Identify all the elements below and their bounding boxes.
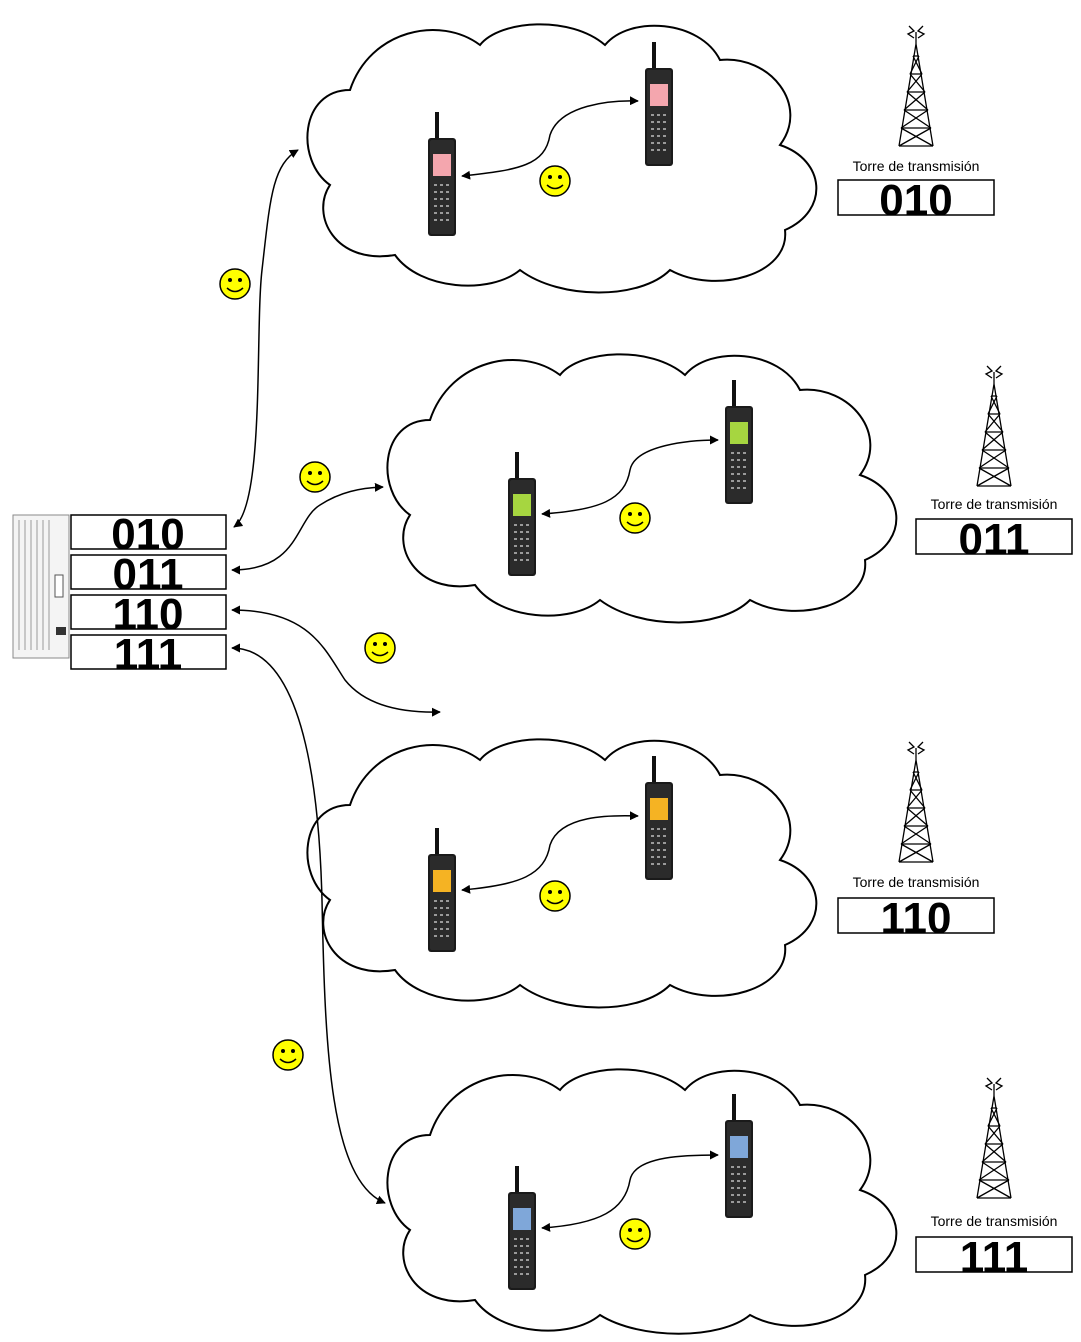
switch-code-110: 110 xyxy=(113,590,184,639)
tower-code-box xyxy=(915,1236,1073,1273)
switch-code-box xyxy=(70,514,227,550)
smiley-icon xyxy=(299,461,331,493)
smiley-icon xyxy=(619,1218,651,1250)
smiley-icon xyxy=(364,632,396,664)
smiley-icon xyxy=(219,268,251,300)
tower-code: 111 xyxy=(960,1233,1029,1282)
tower-code: 110 xyxy=(881,894,952,943)
switch-code-111: 111 xyxy=(114,630,183,679)
link-switch-to-cell-111 xyxy=(231,643,386,1205)
phone-link xyxy=(461,811,639,894)
cloud-icon xyxy=(386,353,898,624)
tower-code-box xyxy=(837,179,995,216)
link-switch-to-cell-110 xyxy=(231,605,441,717)
tower-label: Torre de transmisión xyxy=(853,874,980,890)
switch-code-table: 010 011 110 111 xyxy=(70,510,227,679)
switch-code-box xyxy=(70,594,227,630)
smiley-icon xyxy=(619,502,651,534)
tower-code-box xyxy=(915,518,1073,555)
switch-code-010: 010 xyxy=(111,510,184,559)
switch-code-011: 011 xyxy=(113,550,184,599)
smiley-icon xyxy=(539,165,571,197)
switch-code-box xyxy=(70,634,227,670)
link-switch-to-cell-011 xyxy=(231,482,384,575)
cloud-icon xyxy=(306,23,818,294)
cloud-icon xyxy=(306,738,818,1009)
server-cabinet-icon xyxy=(12,514,70,659)
link-switch-to-cell-010 xyxy=(233,149,299,528)
switch-code-box xyxy=(70,554,227,590)
tower-code: 010 xyxy=(879,176,952,225)
transmission-tower-icon xyxy=(898,741,934,863)
phone-link xyxy=(541,435,719,518)
tower-code-box xyxy=(837,897,995,934)
transmission-tower-icon xyxy=(976,365,1012,487)
tower-label: Torre de transmisión xyxy=(853,158,980,174)
transmission-tower-icon xyxy=(976,1077,1012,1199)
cloud-icon xyxy=(386,1068,898,1335)
tower-code: 011 xyxy=(959,515,1030,564)
phone-link xyxy=(461,96,639,180)
phone-link xyxy=(541,1150,719,1232)
tower-label: Torre de transmisión xyxy=(931,496,1058,512)
smiley-icon xyxy=(539,880,571,912)
transmission-tower-icon xyxy=(898,25,934,147)
smiley-icon xyxy=(272,1039,304,1071)
tower-label: Torre de transmisión xyxy=(931,1213,1058,1229)
